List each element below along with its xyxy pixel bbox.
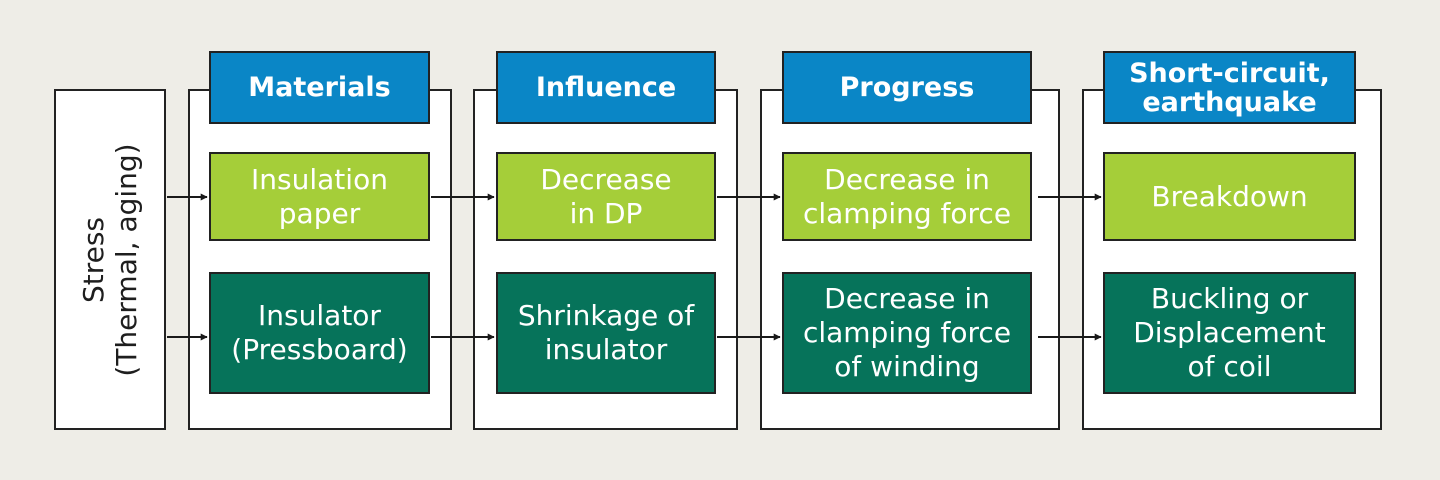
breakdown-cell: Breakdown — [1103, 152, 1356, 241]
stress-box: Stress (Thermal, aging) — [54, 89, 166, 430]
decrease-clamping-force-winding-cell: Decrease in clamping force of winding — [782, 272, 1032, 394]
insulation-paper-cell: Insulation paper — [209, 152, 430, 241]
shrinkage-insulator-cell: Shrinkage of insulator — [496, 272, 716, 394]
decrease-clamping-force-cell: Decrease in clamping force — [782, 152, 1032, 241]
insulator-pressboard-cell: Insulator (Pressboard) — [209, 272, 430, 394]
progress-header: Progress — [782, 51, 1032, 124]
materials-header: Materials — [209, 51, 430, 124]
short-circuit-header: Short-circuit, earthquake — [1103, 51, 1356, 124]
buckling-displacement-cell: Buckling or Displacement of coil — [1103, 272, 1356, 394]
influence-header: Influence — [496, 51, 716, 124]
decrease-dp-cell: Decrease in DP — [496, 152, 716, 241]
